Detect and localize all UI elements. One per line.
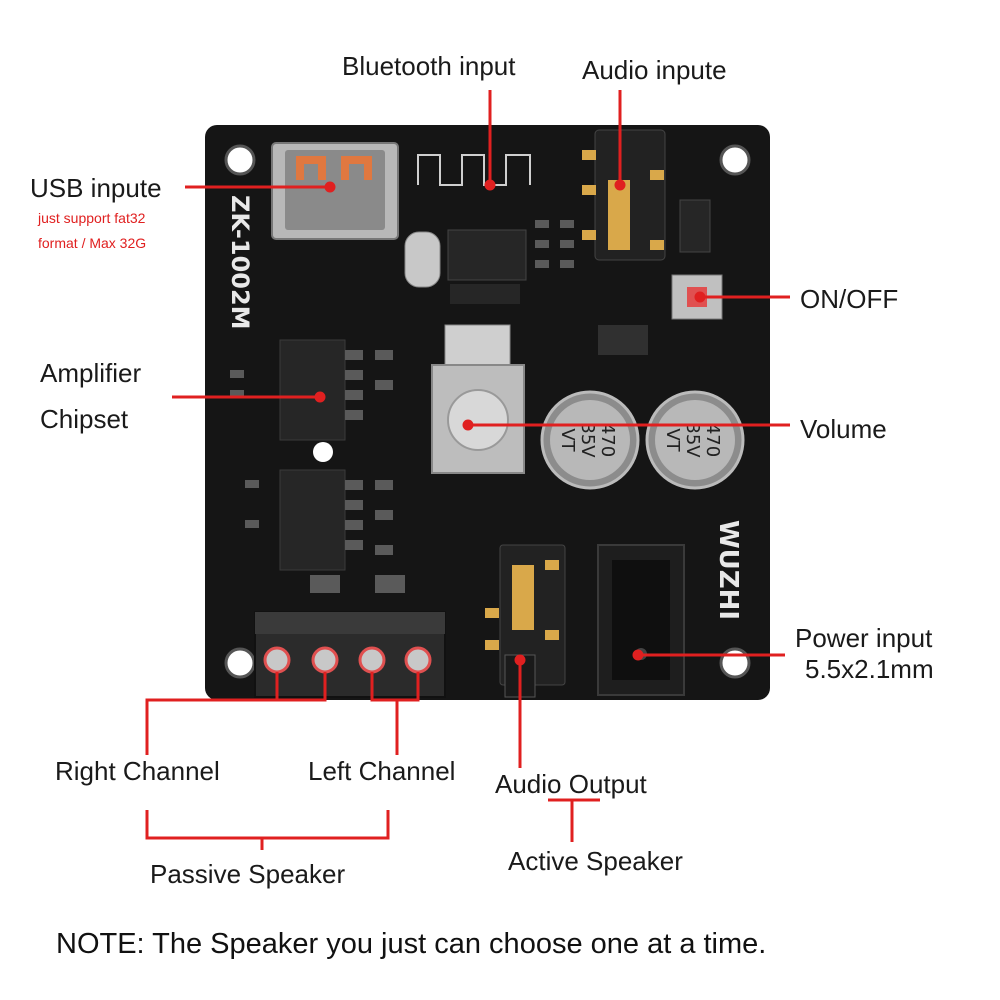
svg-text:35V: 35V bbox=[577, 422, 598, 458]
label-audio-input: Audio inpute bbox=[582, 55, 727, 85]
label-amplifier: Amplifier bbox=[40, 358, 142, 388]
mounting-hole bbox=[719, 647, 751, 679]
label-audio-output: Audio Output bbox=[495, 769, 647, 799]
terminal-screw bbox=[358, 646, 386, 674]
terminal-screw bbox=[263, 646, 291, 674]
leader-lines bbox=[145, 90, 790, 850]
mounting-hole bbox=[224, 647, 256, 679]
brand-silkscreen: WUZHI bbox=[713, 520, 743, 620]
amplifier-chip bbox=[279, 339, 346, 441]
usb-note-line1: just support fat32 bbox=[38, 210, 146, 226]
bluetooth-chip bbox=[447, 229, 527, 281]
label-active-speaker: Active Speaker bbox=[508, 846, 683, 876]
label-volume: Volume bbox=[800, 414, 887, 444]
regulator-chip bbox=[598, 325, 648, 355]
terminal-screw bbox=[311, 646, 339, 674]
svg-text:VT: VT bbox=[557, 428, 578, 452]
label-on-off: ON/OFF bbox=[800, 284, 899, 314]
svg-text:470: 470 bbox=[702, 423, 723, 457]
capacitor: 470 35V VT bbox=[645, 390, 745, 490]
crystal bbox=[404, 231, 441, 288]
svg-text:VT: VT bbox=[662, 428, 683, 452]
label-power-input: Power input bbox=[795, 623, 933, 653]
terminal-screw bbox=[404, 646, 432, 674]
audio-input-jack bbox=[582, 129, 666, 261]
label-chipset: Chipset bbox=[40, 404, 129, 434]
amplifier-hole bbox=[313, 442, 333, 462]
label-usb: USB inpute bbox=[30, 173, 162, 203]
volume-potentiometer bbox=[431, 324, 525, 474]
bluetooth-antenna bbox=[417, 154, 531, 186]
decoder-chip bbox=[450, 284, 520, 304]
capacitor: 470 35V VT bbox=[540, 390, 640, 490]
smd-components bbox=[230, 220, 574, 593]
pcb-board: 470 35V VT 470 35V VT bbox=[205, 125, 770, 700]
usb-note-line2: format / Max 32G bbox=[38, 235, 147, 251]
label-right-channel: Right Channel bbox=[55, 756, 220, 786]
footer-note: NOTE: The Speaker you just can choose on… bbox=[56, 928, 767, 960]
bracket-right bbox=[275, 672, 327, 702]
svg-text:35V: 35V bbox=[682, 422, 703, 458]
label-power-size: 5.5x2.1mm bbox=[805, 654, 934, 684]
model-silkscreen: ZK-1002M bbox=[226, 195, 254, 330]
speaker-terminal-block bbox=[254, 611, 446, 698]
mounting-hole bbox=[719, 144, 751, 176]
bracket-left bbox=[370, 672, 420, 702]
usb-connector bbox=[271, 142, 399, 240]
svg-text:470: 470 bbox=[597, 423, 618, 457]
diode bbox=[679, 199, 711, 253]
mounting-hole bbox=[224, 144, 256, 176]
label-left-channel: Left Channel bbox=[308, 756, 456, 786]
bracket-passive bbox=[145, 810, 390, 840]
dc-power-jack bbox=[597, 544, 685, 696]
label-passive-speaker: Passive Speaker bbox=[150, 859, 346, 889]
label-bluetooth: Bluetooth input bbox=[342, 51, 516, 81]
amplifier-chip bbox=[279, 469, 346, 571]
